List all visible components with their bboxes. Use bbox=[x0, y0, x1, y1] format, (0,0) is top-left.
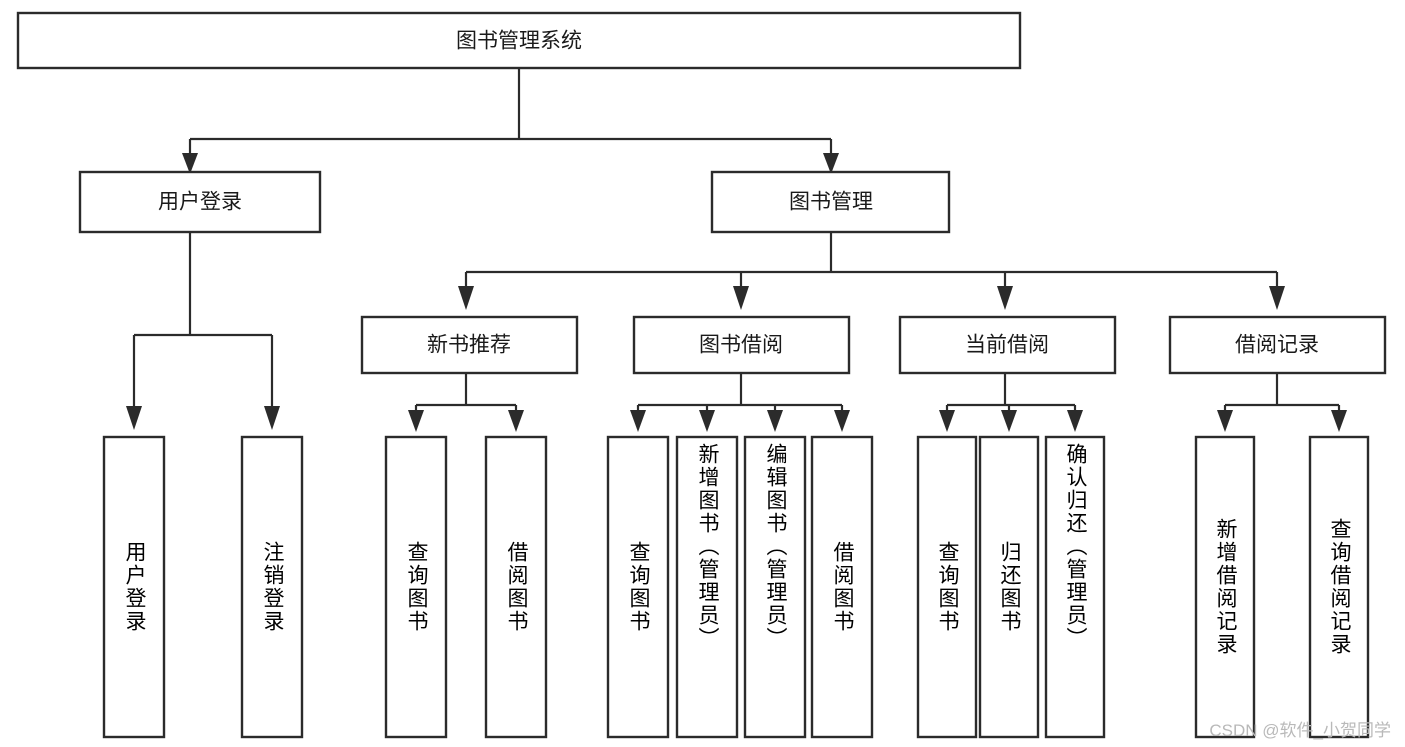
node-new-book-rec-label: 新书推荐 bbox=[427, 334, 511, 357]
node-leaf-borrow-book-2[interactable]: 借阅图书 bbox=[810, 435, 874, 739]
edge-userlogin-to-leaves bbox=[126, 232, 280, 430]
edge-bookborrow-to-leaves bbox=[630, 373, 850, 432]
node-user-login[interactable]: 用户登录 bbox=[78, 170, 322, 234]
node-leaf-return-book[interactable]: 归还图书 bbox=[978, 435, 1040, 739]
node-leaf-edit-book-label: 编辑图书（管理员） bbox=[764, 443, 787, 650]
edge-currentborrow-to-leaves bbox=[939, 373, 1083, 432]
edge-bookmanage-to-level2 bbox=[458, 232, 1285, 310]
node-current-borrow-label: 当前借阅 bbox=[965, 334, 1049, 357]
node-leaf-return-book-label: 归还图书 bbox=[998, 541, 1021, 633]
node-leaf-logout-label: 注销登录 bbox=[261, 541, 284, 633]
edge-newbook-to-leaves bbox=[408, 373, 524, 432]
node-leaf-query-book-1-label: 查询图书 bbox=[405, 541, 428, 633]
node-leaf-query-book-3[interactable]: 查询图书 bbox=[916, 435, 978, 739]
node-leaf-user-login[interactable]: 用户登录 bbox=[102, 435, 166, 739]
node-leaf-add-book[interactable]: 新增图书（管理员） bbox=[675, 435, 739, 739]
edge-borrowrecord-to-leaves bbox=[1217, 373, 1347, 432]
node-leaf-logout[interactable]: 注销登录 bbox=[240, 435, 304, 739]
node-leaf-edit-book[interactable]: 编辑图书（管理员） bbox=[743, 435, 807, 739]
edge-root-to-level1 bbox=[182, 68, 839, 174]
node-book-manage-label: 图书管理 bbox=[789, 191, 873, 214]
node-borrow-record[interactable]: 借阅记录 bbox=[1168, 315, 1387, 375]
node-leaf-query-book-2-label: 查询图书 bbox=[627, 541, 650, 633]
node-user-login-label: 用户登录 bbox=[158, 191, 242, 214]
node-leaf-query-book-1[interactable]: 查询图书 bbox=[384, 435, 448, 739]
node-leaf-query-book-3-label: 查询图书 bbox=[936, 541, 959, 633]
node-leaf-add-record-label: 新增借阅记录 bbox=[1214, 518, 1237, 656]
node-leaf-query-record[interactable]: 查询借阅记录 bbox=[1308, 435, 1370, 739]
node-leaf-borrow-book-1[interactable]: 借阅图书 bbox=[484, 435, 548, 739]
node-root[interactable]: 图书管理系统 bbox=[16, 11, 1022, 70]
node-book-borrow[interactable]: 图书借阅 bbox=[632, 315, 851, 375]
node-leaf-confirm-return[interactable]: 确认归还（管理员） bbox=[1044, 435, 1106, 739]
node-leaf-borrow-book-1-label: 借阅图书 bbox=[505, 541, 528, 633]
node-leaf-query-book-2[interactable]: 查询图书 bbox=[606, 435, 670, 739]
node-book-borrow-label: 图书借阅 bbox=[699, 334, 783, 357]
node-leaf-add-record[interactable]: 新增借阅记录 bbox=[1194, 435, 1256, 739]
node-new-book-rec[interactable]: 新书推荐 bbox=[360, 315, 579, 375]
node-leaf-user-login-label: 用户登录 bbox=[123, 541, 146, 633]
node-leaf-confirm-return-label: 确认归还（管理员） bbox=[1064, 443, 1087, 650]
node-current-borrow[interactable]: 当前借阅 bbox=[898, 315, 1117, 375]
node-book-manage[interactable]: 图书管理 bbox=[710, 170, 951, 234]
node-leaf-query-record-label: 查询借阅记录 bbox=[1328, 518, 1351, 656]
node-leaf-add-book-label: 新增图书（管理员） bbox=[696, 443, 719, 650]
node-root-label: 图书管理系统 bbox=[456, 30, 582, 53]
node-borrow-record-label: 借阅记录 bbox=[1235, 334, 1319, 357]
node-leaf-borrow-book-2-label: 借阅图书 bbox=[831, 541, 854, 633]
